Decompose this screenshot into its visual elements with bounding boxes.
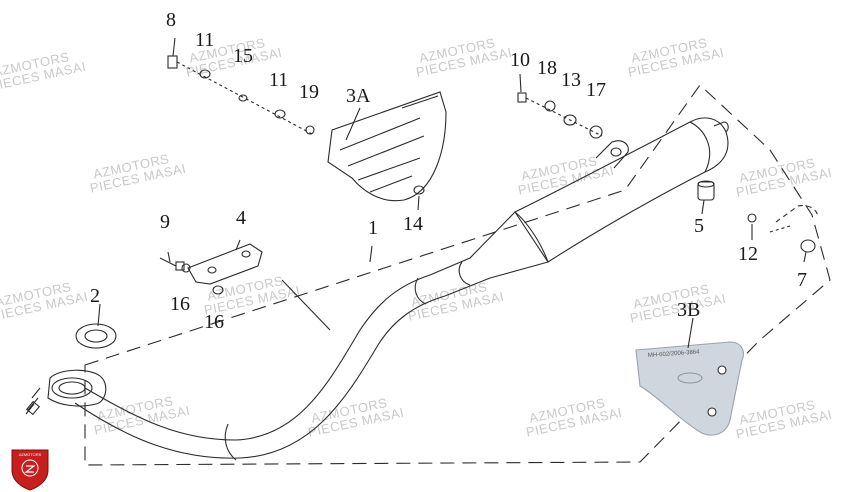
part-label-3b: 3B <box>677 299 701 321</box>
bracket <box>187 243 263 285</box>
heat-shield-3a <box>327 91 447 202</box>
muffler <box>514 117 729 263</box>
washer <box>413 185 425 195</box>
bolt-left <box>159 257 191 273</box>
rubber-damper <box>697 180 715 201</box>
part-label-19: 19 <box>299 81 319 103</box>
part-label-18: 18 <box>537 57 557 79</box>
gasket <box>75 323 117 349</box>
assembly-outline <box>84 84 831 466</box>
washer <box>212 285 224 295</box>
heat-shield-3b <box>635 341 745 436</box>
part-label-11: 11 <box>195 29 215 51</box>
part-label-15: 15 <box>233 45 253 67</box>
bolt-stack-top-left <box>167 55 315 135</box>
part-label-3a: 3A <box>346 85 371 107</box>
part-label-16: 16 <box>170 293 190 315</box>
plate-text: MH-602/2006-3864 <box>648 349 701 359</box>
part-label-13: 13 <box>561 69 581 91</box>
leader-lines <box>97 37 807 349</box>
part-label-4: 4 <box>236 207 246 229</box>
part-label-1: 1 <box>368 217 378 239</box>
exhaust-flange <box>47 369 107 407</box>
part-label-7: 7 <box>797 269 807 291</box>
part-label-9: 9 <box>160 211 170 233</box>
stud-bolt <box>25 387 41 416</box>
bolt-stack-top-right <box>517 92 603 139</box>
part-label-12: 12 <box>738 243 758 265</box>
part-label-8: 8 <box>166 9 176 31</box>
frame-bracket <box>747 205 819 253</box>
brand-logo: AZMOTORS <box>11 449 49 491</box>
part-label-5: 5 <box>694 215 704 237</box>
exhaust-pipe <box>74 211 549 461</box>
svg-text:AZMOTORS: AZMOTORS <box>19 452 42 457</box>
part-label-2: 2 <box>90 285 100 307</box>
part-label-10: 10 <box>510 49 530 71</box>
part-label-17: 17 <box>586 79 606 101</box>
part-label-14: 14 <box>403 213 423 235</box>
part-label-16: 16 <box>204 311 224 333</box>
part-label-11: 11 <box>269 69 289 91</box>
